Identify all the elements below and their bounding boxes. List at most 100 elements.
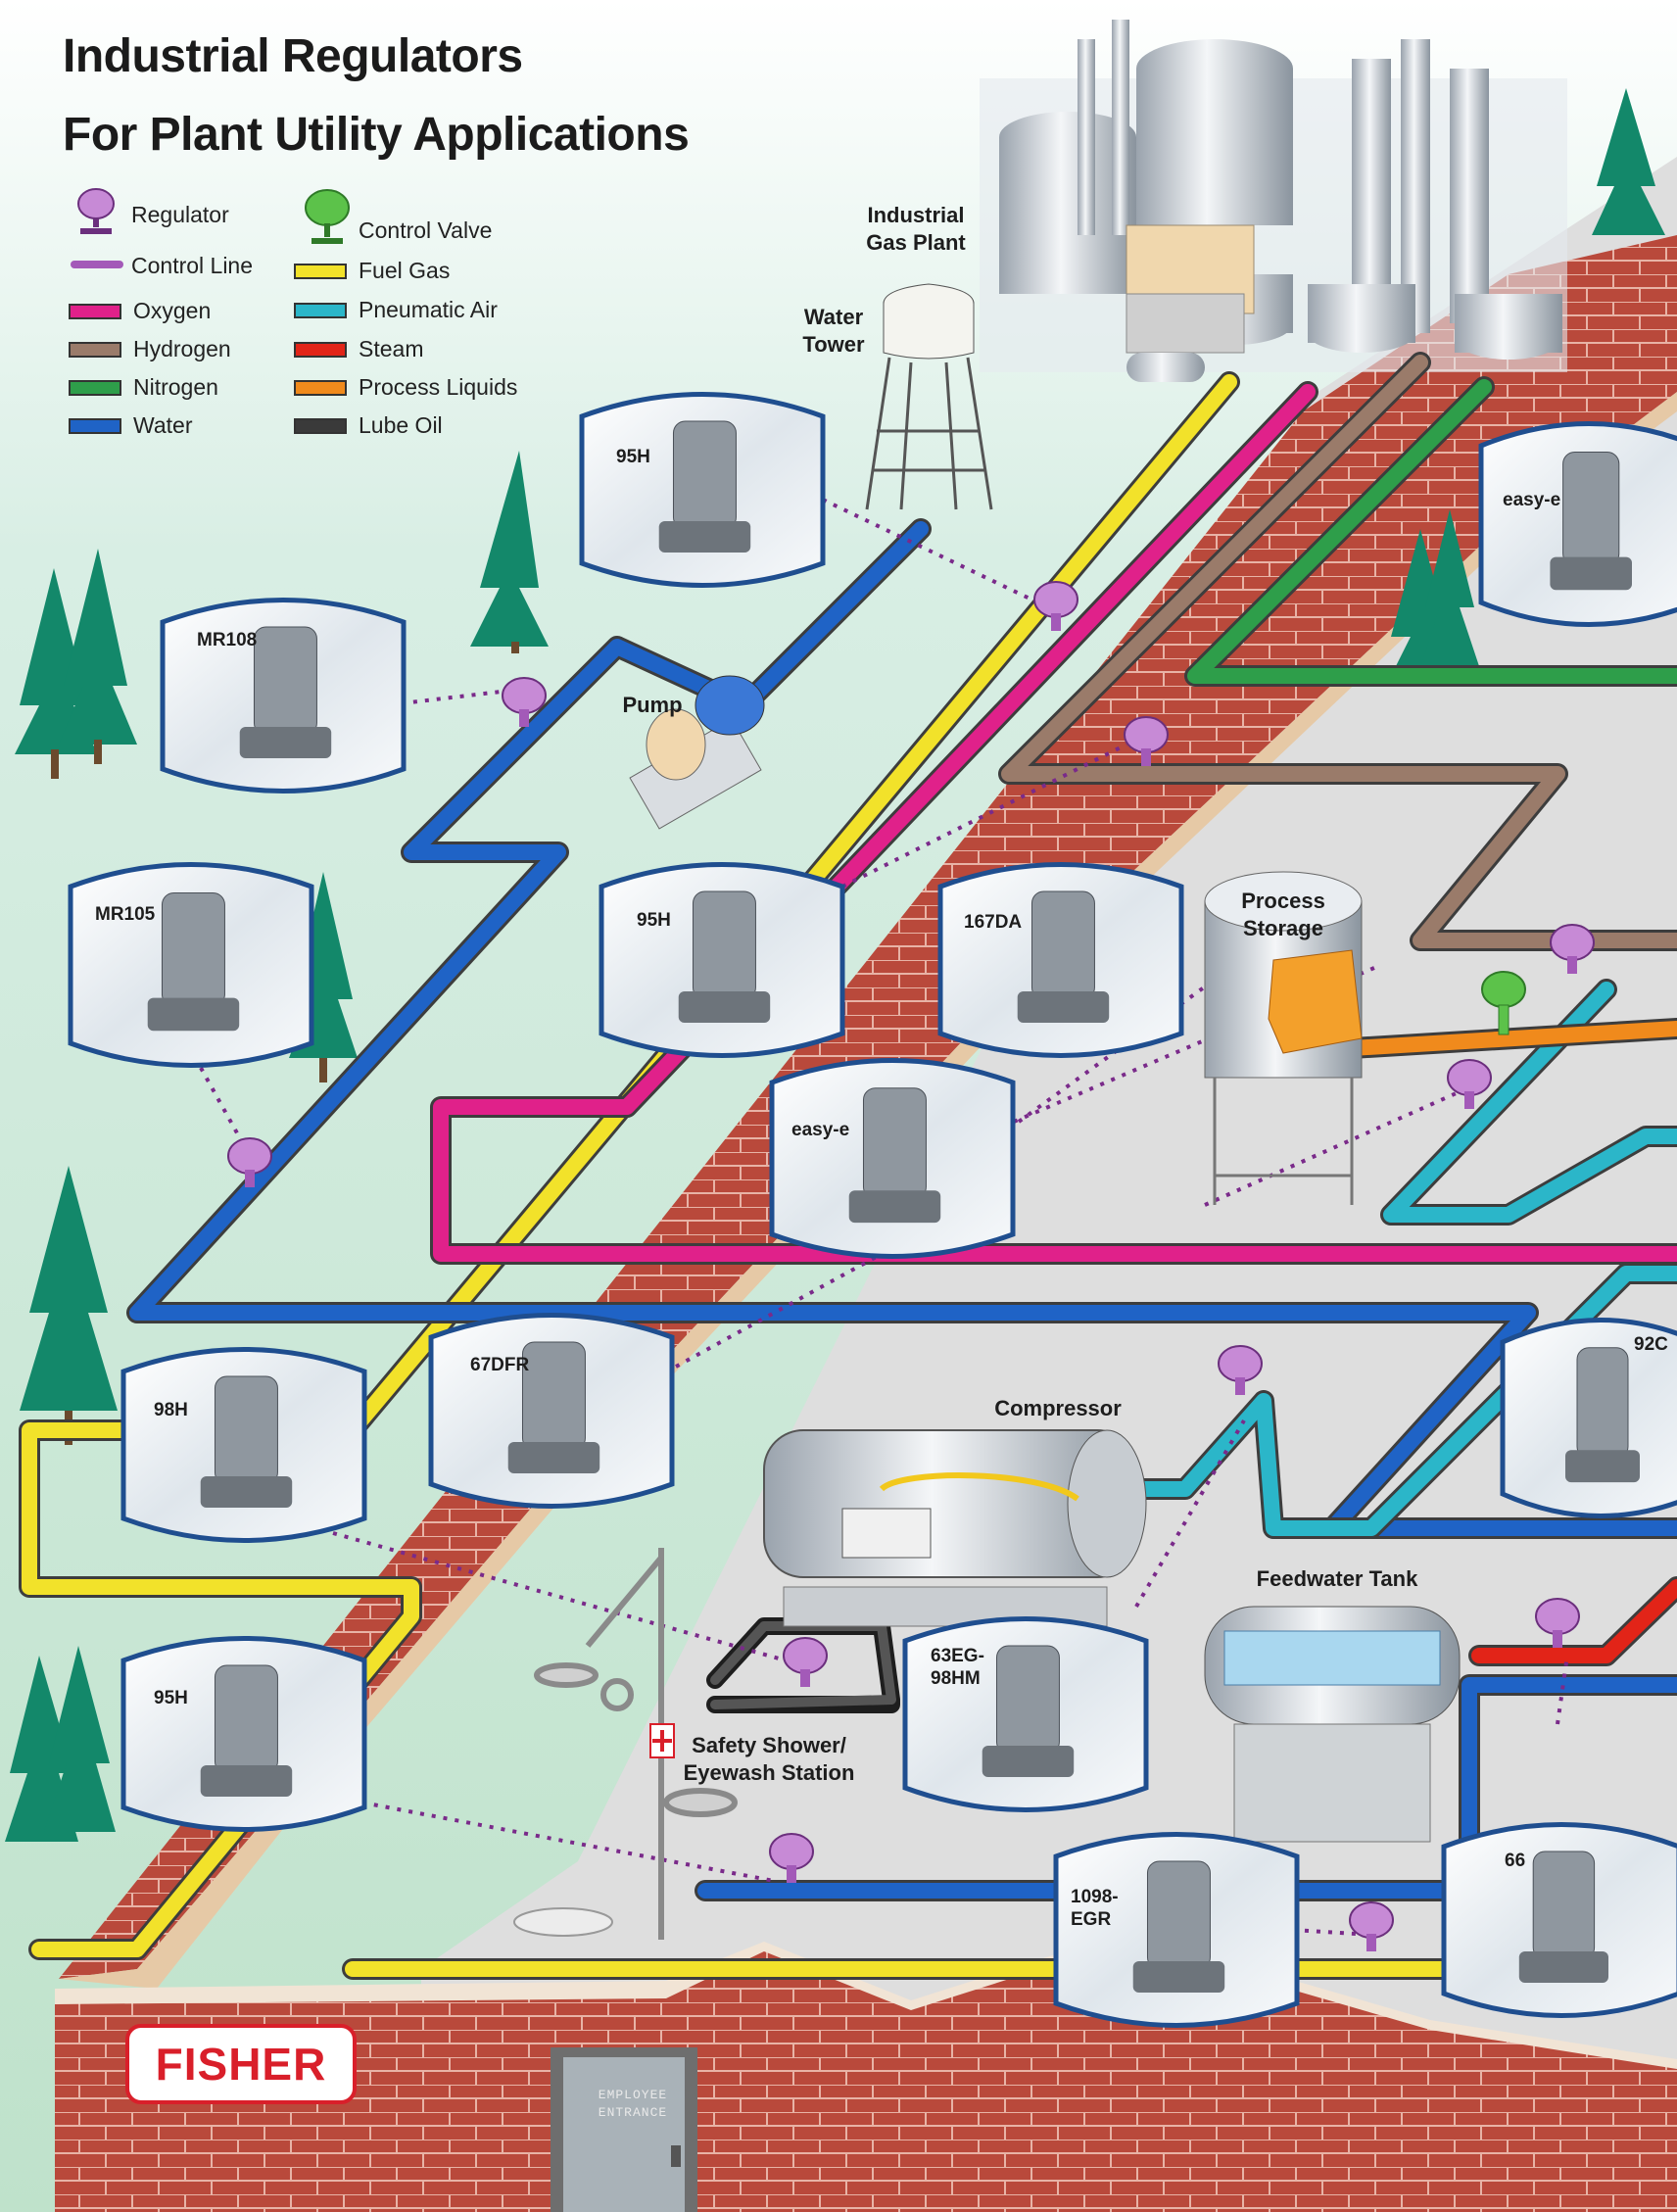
legend-pipe-label: Steam [359,336,424,361]
product-photo-3 [161,892,225,1007]
label-feedwater-tank: Feedwater Tank [1256,1566,1418,1591]
product-photo-base-0 [658,521,751,553]
product-label-98h: 98H [154,1400,188,1420]
product-photo-base-8 [200,1476,293,1508]
regulator-marker-2[interactable] [227,1137,272,1175]
first-aid-cross [652,1730,672,1752]
product-photo-base-4 [678,991,771,1023]
product-photo-13 [1532,1851,1596,1960]
feedwater-tank [1204,1606,1461,1843]
product-photo-10 [214,1664,278,1774]
regulator-marker-10[interactable] [1349,1901,1394,1939]
product-photo-base-5 [1017,991,1110,1023]
regulator-stem-7 [800,1669,810,1687]
legend-pipe-label: Fuel Gas [359,258,451,283]
product-photo-base-9 [1565,1450,1640,1483]
product-label-66: 66 [1505,1851,1526,1871]
label-compressor: Compressor [994,1396,1122,1420]
legend-pipe-label: Water [133,412,193,438]
regulator-marker-1[interactable] [502,677,547,714]
regulator-stem-4 [1567,956,1577,974]
legend-control-valve: Control Valve [359,217,493,243]
legend-swatch [294,379,347,396]
legend-regulator: Regulator [131,202,229,227]
regulator-marker-0[interactable] [1033,581,1078,618]
product-label-easy-e-middle: easy-e [791,1120,850,1140]
legend-swatch [294,263,347,279]
legend-pipe-label: Lube Oil [359,412,443,438]
control-valve-icon-base [311,223,343,244]
control-valve-markers [1481,971,1526,1035]
legend-swatch [69,341,121,358]
front-wall-cap [55,1932,1677,2069]
process-storage-tank [1204,871,1363,1205]
product-photo-4 [692,890,756,1000]
regulator-stem-1 [519,709,529,727]
regulator-stem-6 [1235,1377,1245,1395]
product-label-95h-middle: 95H [637,910,671,931]
product-photo-base-6 [848,1190,941,1224]
legend-swatch [294,417,347,434]
regulator-marker-4[interactable] [1550,924,1595,961]
regulator-stem-9 [787,1865,796,1883]
product-photo-base-1 [1550,556,1632,591]
legend-pipe-5: Pneumatic Air [294,297,498,323]
parapet-cap [59,392,1677,1989]
legend-control-line: Control Line [131,253,254,278]
product-photo-6 [862,1087,927,1199]
legend-pipe-7: Process Liquids [294,374,517,401]
entrance-door[interactable] [563,2057,685,2212]
product-label-95h-top: 95H [616,447,650,467]
product-photo-12 [1146,1860,1211,1970]
regulator-marker-9[interactable] [769,1833,814,1870]
regulator-marker-6[interactable] [1218,1345,1263,1382]
legend-pipe-4: Fuel Gas [294,258,450,284]
control-valve-icon [305,189,350,226]
product-photo-9 [1576,1347,1629,1459]
regulator-stem-8 [1553,1630,1562,1648]
label-gas-plant: Industrial Gas Plant [866,203,966,255]
product-photo-2 [253,626,317,736]
legend-swatch [69,417,121,434]
product-photo-base-3 [147,997,240,1032]
regulator-icon-base [80,217,112,234]
label-water-tower: Water Tower [802,305,865,357]
legend-pipe-label: Oxygen [133,298,212,323]
product-photo-11 [995,1645,1060,1755]
page-title-line-2: For Plant Utility Applications [63,109,690,161]
product-label-92c: 92C [1634,1334,1668,1355]
product-photo-1 [1562,452,1620,566]
regulator-marker-7[interactable] [783,1637,828,1674]
product-label-easy-e-right: easy-e [1503,490,1561,510]
product-label-mr108: MR108 [197,630,258,650]
product-label-mr105: MR105 [95,904,156,925]
legend-swatch [294,341,347,358]
legend-pipe-8: Lube Oil [294,412,443,439]
legend-swatch [69,303,121,319]
regulator-marker-5[interactable] [1447,1059,1492,1096]
fisher-logo: FISHER [125,2024,357,2104]
product-photo-base-11 [982,1746,1075,1777]
regulator-marker-8[interactable] [1535,1598,1580,1635]
legend-pipe-1: Hydrogen [69,336,231,362]
regulator-marker-3[interactable] [1124,716,1169,753]
product-label-67dfr: 67DFR [470,1355,530,1375]
product-photo-5 [1030,890,1095,1000]
product-label-167da: 167DA [964,912,1023,933]
compressor [763,1429,1147,1627]
regulator-stem-3 [1141,748,1151,766]
legend-pipe-2: Nitrogen [69,374,218,401]
regulator-markers [227,581,1595,1951]
product-photo-base-12 [1132,1961,1225,1993]
legend-pipe-0: Oxygen [69,298,211,324]
regulator-stem-2 [245,1170,255,1187]
product-label-63eg-98hm: 63EG- 98HM [931,1646,984,1689]
legend-icons [71,188,350,268]
product-photo-7 [521,1341,586,1451]
door-handle[interactable] [671,2145,681,2167]
safety-shower [534,1548,738,1940]
roof-drain [513,1907,613,1937]
regulator-stem-10 [1366,1934,1376,1951]
legend-pipe-label: Pneumatic Air [359,297,498,322]
